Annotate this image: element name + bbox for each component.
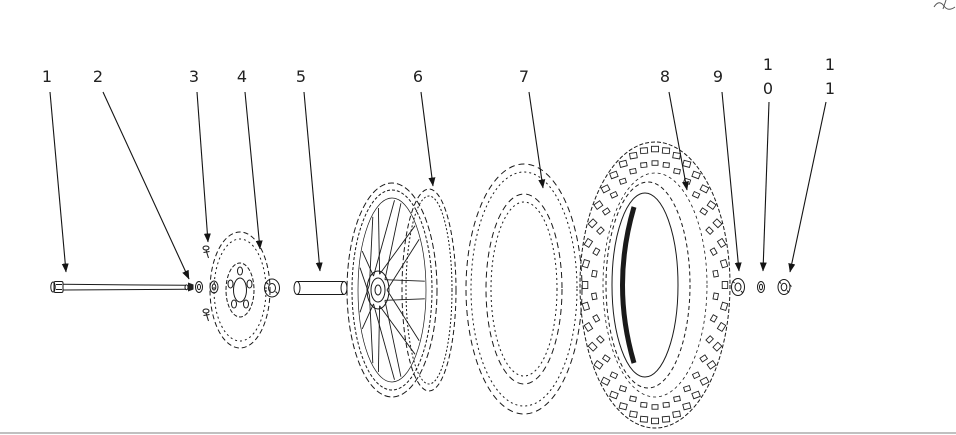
callout-label-5: 5 [296,67,306,86]
callout-arrow-5 [303,91,323,272]
callout-arrow-11 [788,101,827,273]
callout-arrow-8 [668,91,689,191]
callout-label-8: 8 [660,67,670,86]
callout-arrow-6 [420,91,436,187]
callout-1: 1 [42,67,69,273]
wheel-spokes [359,200,425,380]
tire-shading-crescent [620,206,637,364]
callout-5: 5 [296,67,323,272]
callout-arrow-7 [528,91,546,189]
callout-arrow-9 [721,91,742,272]
part-wheel [346,182,457,398]
callout-label-9: 9 [713,67,723,86]
part-washer [757,281,765,293]
callout-label-3: 3 [189,67,199,86]
callout-6: 6 [413,67,436,187]
part-brake-disc [209,231,271,349]
callout-7: 7 [519,67,546,189]
callout-arrow-2 [102,91,190,280]
callout-label-2: 2 [93,67,103,86]
callout-arrow-10 [759,101,770,272]
part-axle [50,281,189,293]
callout-arrow-4 [244,91,263,250]
callout-2: 2 [93,67,190,280]
callout-9: 9 [713,67,742,272]
callout-8: 8 [660,67,689,191]
part-bearing-left [264,278,280,298]
part-tire [579,141,731,429]
tire-knobs [581,145,729,425]
callout-arrow-1 [49,91,69,273]
callout-label-7: 7 [519,67,529,86]
part-spacer-collar [731,278,745,296]
callout-3: 3 [189,67,211,243]
callout-label-1: 1 [42,67,52,86]
part-axle-sleeve [293,281,348,295]
callout-label-6: 6 [413,67,423,86]
page-corner-artifact [933,0,956,10]
part-inner-tube [465,163,583,415]
callout-label-4: 4 [237,67,247,86]
callout-4: 4 [237,67,263,250]
part-axle-end-nut [188,282,194,292]
callout-arrow-3 [196,91,211,243]
part-axle-nut-right [777,279,792,295]
part-retainer-screws [202,245,210,322]
